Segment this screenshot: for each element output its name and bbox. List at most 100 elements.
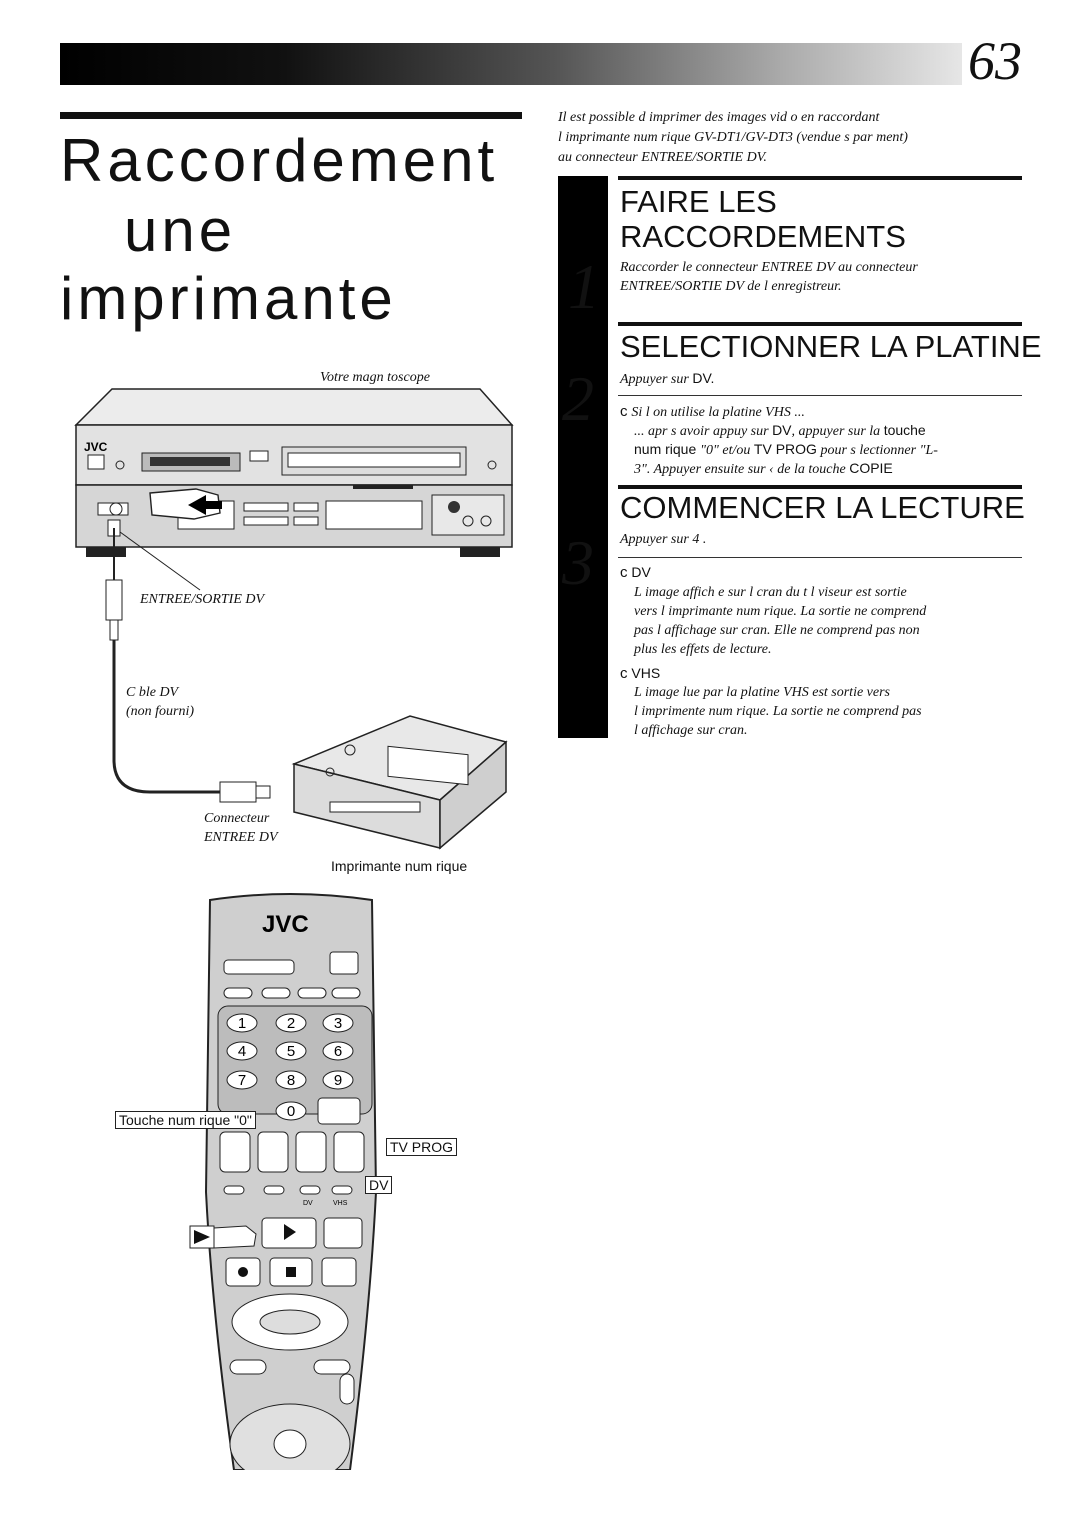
power-button[interactable] xyxy=(329,951,359,975)
key-1[interactable] xyxy=(226,1013,258,1033)
recorder-label: Votre magn toscope xyxy=(320,370,430,385)
remote-func-button[interactable] xyxy=(297,987,327,999)
key-9-label: 9 xyxy=(334,1072,342,1089)
step-3-dv-row: c DV xyxy=(620,563,651,582)
page-title-line-1: Raccordement xyxy=(60,127,499,194)
step-1-rule xyxy=(618,176,1022,180)
header-gradient-bar xyxy=(60,43,962,85)
intro-line-1: Il est possible d imprimer des images vi… xyxy=(558,110,880,125)
step-3-vhs-bullet: c xyxy=(620,665,628,682)
step-2-note-l2c: TV PROG xyxy=(753,441,817,457)
remote-clock-button[interactable] xyxy=(317,1097,361,1125)
intro-line-3: au connecteur ENTREE/SORTIE DV. xyxy=(558,150,767,165)
step-3-dv-line-3: pas l affichage sur cran. Elle ne compre… xyxy=(634,623,920,638)
step-3-vhs-row: c VHS xyxy=(620,664,660,683)
remote-func-button[interactable] xyxy=(261,987,291,999)
dv-cable xyxy=(105,528,271,803)
steps-sidebar xyxy=(558,176,608,738)
remote-plus-minus[interactable] xyxy=(219,1131,251,1173)
intro-line-2: l imprimante num rique GV-DT1/GV-DT3 (ve… xyxy=(558,130,908,145)
remote-brand: JVC xyxy=(262,911,309,938)
step-2-number: 2 xyxy=(562,363,594,434)
printer-label: Imprimante num rique xyxy=(331,858,468,874)
step-3-dv-line-1: L image affich e sur l cran du t l viseu… xyxy=(634,585,907,600)
step-2-note-title-row: c Si l on utilise la platine VHS ... xyxy=(620,402,805,422)
connector-label-line-1: Connecteur xyxy=(204,811,270,826)
dv-callout: DV xyxy=(365,1176,393,1194)
step-2-bullet: c xyxy=(620,403,628,420)
key-4-label: 4 xyxy=(238,1043,246,1060)
key-3-label: 3 xyxy=(334,1015,342,1032)
step-3-heading: COMMENCER LA LECTURE xyxy=(620,490,1025,525)
cable-label-line-1: C ble DV xyxy=(126,685,179,700)
step-2-note-l2b: "0" et/ou xyxy=(700,443,754,458)
key-5[interactable] xyxy=(275,1041,307,1061)
pause-button[interactable] xyxy=(321,1257,357,1287)
key-8[interactable] xyxy=(275,1070,307,1090)
step-3-dv-line-4: plus les effets de lecture. xyxy=(634,642,772,657)
port-label: ENTREE/SORTIE DV xyxy=(140,592,265,607)
key-2-label: 2 xyxy=(287,1015,295,1032)
printer-illustration xyxy=(291,715,508,850)
step-2-divider xyxy=(618,395,1022,396)
step-2-heading: SELECTIONNER LA PLATINE xyxy=(620,329,1042,364)
step-2-instruction: Appuyer sur DV. xyxy=(620,369,714,389)
remote-control: JVC 1 2 3 4 5 6 7 8 9 0 DV VHS xyxy=(204,893,378,1470)
key-2[interactable] xyxy=(275,1013,307,1033)
step-2-rule xyxy=(618,322,1022,326)
small-vhs-label: VHS xyxy=(333,1200,348,1207)
tv-prog-callout: TV PROG xyxy=(386,1138,458,1156)
key-9[interactable] xyxy=(322,1070,354,1090)
page-number: 63 xyxy=(968,31,1022,91)
step-1-text-line-2: ENTREE/SORTIE DV de l enregistreur. xyxy=(620,279,842,294)
step-3-divider xyxy=(618,557,1022,558)
step-2-note-l2d: pour s lectionner "L- xyxy=(816,443,938,458)
step-2-note-l3a: 3". Appuyer ensuite sur ‹ de la touche xyxy=(634,462,850,477)
remote-func-button[interactable] xyxy=(223,987,253,999)
step-2-note-l1d: touche xyxy=(883,422,926,438)
page-title-line-2: une xyxy=(124,197,237,264)
cable-label-line-2: (non fourni) xyxy=(126,704,195,719)
vhs-button[interactable] xyxy=(331,1185,353,1195)
step-3-vhs-line-2: l imprimente num rique. La sortie ne com… xyxy=(634,704,922,719)
remote-switch[interactable] xyxy=(223,959,295,975)
connector-label-line-2: ENTREE DV xyxy=(204,830,278,845)
remote-plus-minus[interactable] xyxy=(257,1131,289,1173)
recorder-illustration: JVC xyxy=(74,388,514,557)
step-2-note-line-2: num rique "0" et/ou TV PROG pour s lecti… xyxy=(634,440,938,460)
key-3[interactable] xyxy=(322,1013,354,1033)
step-2-note-l2a: num rique xyxy=(634,441,701,457)
play-pointer-icon xyxy=(189,1225,257,1249)
step-1-heading-line-1: FAIRE LES xyxy=(620,184,777,219)
dv-button[interactable] xyxy=(299,1185,321,1195)
step-2-note-title: Si l on utilise la platine VHS ... xyxy=(631,405,805,420)
step-3-vhs-line-1: L image lue par la platine VHS est sorti… xyxy=(634,685,890,700)
step-2-instruction-key: DV. xyxy=(692,370,715,386)
key-7-label: 7 xyxy=(238,1072,246,1089)
remote-func-button[interactable] xyxy=(331,987,361,999)
key-7[interactable] xyxy=(226,1070,258,1090)
step-1-text-line-1: Raccorder le connecteur ENTREE DV au con… xyxy=(620,260,918,275)
step-1-heading-line-2: RACCORDEMENTS xyxy=(620,219,906,254)
page-title-line-3: imprimante xyxy=(60,265,397,332)
tv-prog-button[interactable] xyxy=(333,1131,365,1173)
title-rule xyxy=(60,112,522,119)
step-1-number: 1 xyxy=(568,251,600,322)
step-2-note-line-1: ... apr s avoir appuy sur DV, appuyer su… xyxy=(634,421,926,441)
key-0[interactable] xyxy=(275,1101,307,1121)
key-6-label: 6 xyxy=(334,1043,342,1060)
step-3-number: 3 xyxy=(562,527,594,598)
step-2-note-l1b: DV xyxy=(772,422,792,438)
remote-plus-minus[interactable] xyxy=(295,1131,327,1173)
key-4[interactable] xyxy=(226,1041,258,1061)
key-0-label: 0 xyxy=(287,1103,295,1120)
key-1-label: 1 xyxy=(238,1015,246,1032)
zero-key-callout: Touche num rique "0" xyxy=(115,1111,256,1129)
step-2-note-l3b: COPIE xyxy=(849,460,893,476)
step-3-rule xyxy=(618,485,1022,489)
ff-button[interactable] xyxy=(323,1217,363,1249)
step-3-dv-label: DV xyxy=(631,564,651,580)
key-6[interactable] xyxy=(322,1041,354,1061)
step-2-note-line-3: 3". Appuyer ensuite sur ‹ de la touche C… xyxy=(634,459,893,479)
step-3-dv-bullet: c xyxy=(620,564,628,581)
